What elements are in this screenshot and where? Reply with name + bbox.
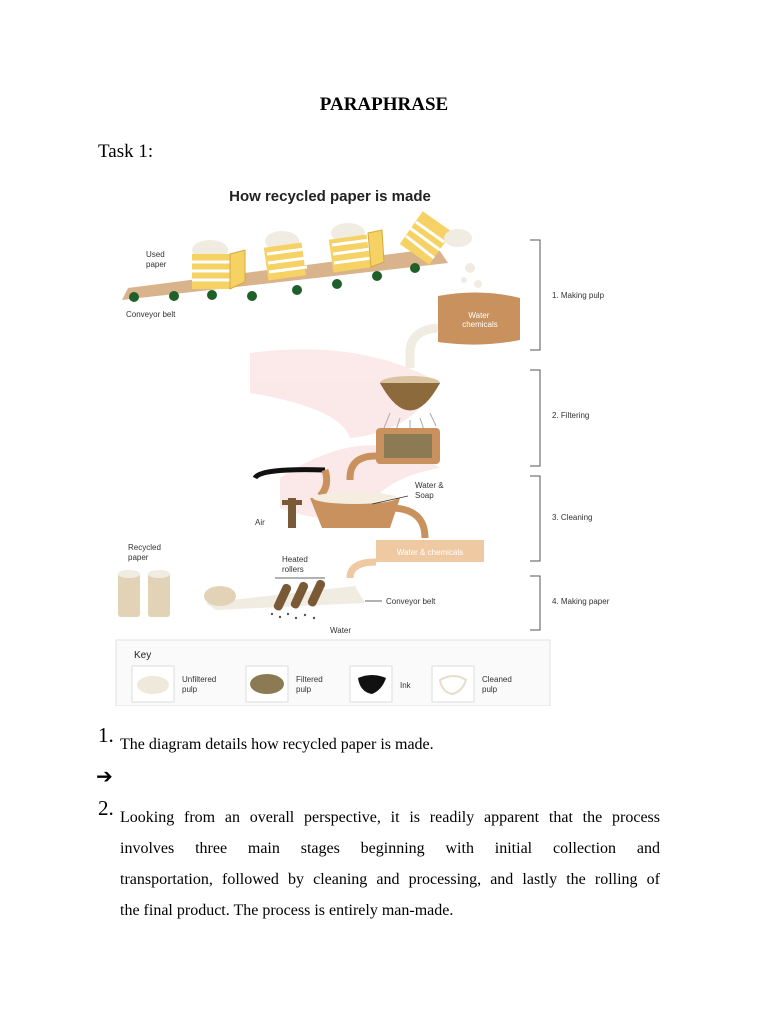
text-line: the final product. The process is entire…: [120, 902, 454, 919]
bottom-conveyor-belt: [204, 577, 382, 620]
paper-crate: [192, 240, 246, 290]
paper-crate: [328, 223, 385, 273]
list-text: The diagram details how recycled paper i…: [120, 736, 434, 753]
label-water: Water: [330, 626, 351, 635]
key-label-ink: Ink: [400, 681, 412, 690]
label-water-chemicals-pipe: Water & chemicals: [397, 548, 463, 557]
stage-label: 2. Filtering: [552, 411, 589, 420]
recycled-paper-diagram: How recycled paper is made: [115, 188, 610, 706]
paper-crate: [263, 231, 308, 281]
pulp-tank: Water chemicals: [405, 292, 520, 368]
label-conveyor-belt-bottom: Conveyor belt: [386, 597, 436, 606]
list-text: Looking from an overall perspective, it …: [120, 802, 660, 926]
key-title: Key: [134, 650, 151, 661]
diagram-key: Key Unfiltered pulp Filtered pulp Ink Cl…: [115, 639, 551, 706]
label-conveyor-belt-top: Conveyor belt: [126, 310, 176, 319]
list-number: 2.: [98, 796, 114, 820]
text-line: Looking from an overall perspective, it …: [120, 809, 660, 826]
list-number: 1.: [98, 723, 114, 747]
filter-bowl: [346, 376, 440, 480]
stage-label: 4. Making paper: [552, 597, 610, 606]
cleaning-tank: [252, 467, 429, 539]
label-water-soap: Water & Soap: [415, 481, 446, 500]
diagram-title: How recycled paper is made: [229, 188, 431, 205]
stage-brackets: [530, 239, 541, 631]
stage-label: 3. Cleaning: [552, 513, 592, 522]
text-line: transportation, followed by cleaning and…: [120, 871, 660, 888]
key-label-filtered: Filtered pulp: [296, 675, 325, 694]
text-line: involves three main stages beginning wit…: [120, 840, 660, 857]
label-recycled-paper: Recycled paper: [128, 543, 163, 562]
label-heated-rollers: Heated rollers: [282, 555, 310, 574]
label-used-paper: Used paper: [146, 250, 167, 269]
water-chemicals-box: Water & chemicals: [346, 540, 484, 579]
arrow-icon: ➔: [96, 764, 113, 788]
stage-label: 1. Making pulp: [552, 291, 605, 300]
task-label: Task 1:: [98, 141, 154, 162]
tipping-crate: [399, 211, 482, 288]
key-label-cleaned: Cleaned pulp: [482, 675, 514, 694]
recycled-paper-rolls: [118, 570, 170, 617]
page-heading: PARAPHRASE: [319, 94, 449, 115]
label-air: Air: [255, 518, 265, 527]
label-water-chemicals-tank: Water chemicals: [462, 311, 498, 329]
key-label-unfiltered: Unfiltered pulp: [182, 675, 218, 694]
